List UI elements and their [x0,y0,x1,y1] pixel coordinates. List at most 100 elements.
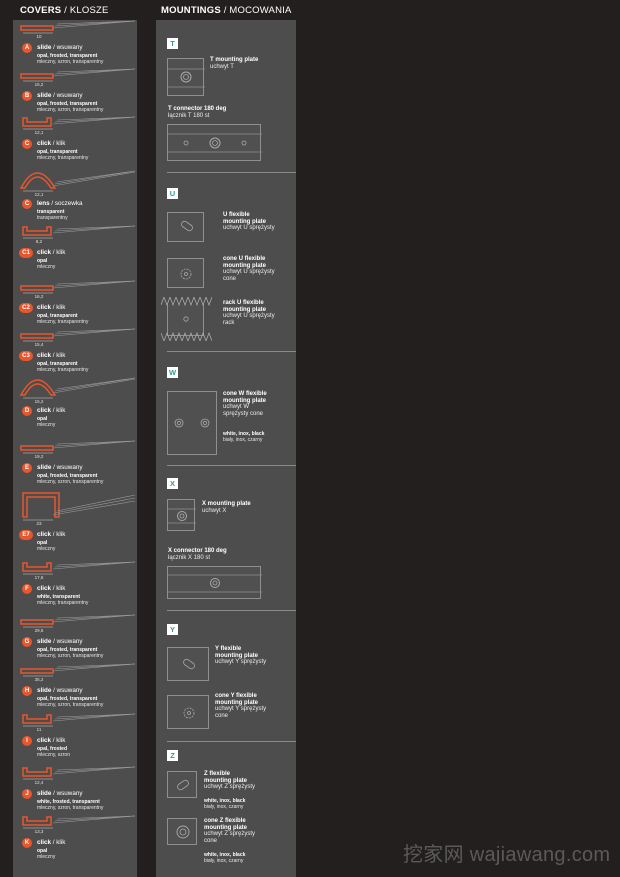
divider-x [167,610,296,611]
cover-letter-badge: J [22,789,32,799]
cone-z-colors: white, inox, black biały, inox, czarny [204,852,245,864]
cover-desc-pl: mleczny [37,263,56,270]
cover-dimension: 16,2 [34,294,44,299]
cover-letter-badge: C2 [19,303,33,313]
cover-dimension: 12,1 [34,130,44,135]
badge-u: U [167,188,178,199]
cover-profile-line [54,20,136,27]
cover-profile-line [52,378,136,394]
z-plate-colors: white, inox, black biały, inox, czarny [204,798,246,810]
cone-y-pl: uchwyt Y sprężysty [215,706,267,713]
cover-dimension: 8,2 [35,239,43,244]
cone-z-en1: cone Z flexible [204,818,246,824]
badge-y: Y [167,624,178,635]
cover-type: click / klik [37,249,66,256]
cover-profile-line [52,280,136,289]
cover-type-en: slide [37,790,52,797]
cone-z-plate-label: cone Z flexible mounting plate uchwyt Z … [204,818,255,844]
t-plate-icon [168,68,205,88]
cover-letter-badge: C3 [19,351,33,361]
cover-desc-pl: mleczny [37,853,56,860]
cone-u-plate-label: cone U flexible mounting plate uchwyt U … [223,256,275,282]
cover-desc-en: opal [37,416,48,422]
t-connector-en: T connector 180 deg [168,106,227,112]
z-plate-icon [177,779,189,791]
cone-w-en2: mounting plate [223,397,266,404]
covers-header: COVERS / KLOSZE [20,5,109,16]
cover-letter-badge: E [22,463,32,473]
u-plate-drawing [167,212,204,242]
cover-profile-icon [19,170,136,192]
cover-profile-shape [22,816,52,826]
cover-profile-line [56,116,136,121]
cone-u-en1: cone U flexible [223,256,266,262]
z-colors-en: white, inox, black [204,798,246,804]
cover-profile-line [56,713,136,718]
cover-profile-icon [22,766,136,780]
cover-profile-icon [20,280,136,294]
cover-type-en: slide [37,638,52,645]
cover-profile-line [56,494,136,512]
cover-type: click / klik [37,531,66,538]
cover-profile-line [56,663,136,668]
cover-desc-pl: mleczny, szron, transparentny [37,652,104,659]
t-connector-icon [168,133,262,153]
u-plate-en1: U flexible [223,212,250,218]
cover-profile-line [54,766,136,773]
x-connector-pl: łącznik X 180 st [168,554,211,561]
y-plate-label: Y flexible mounting plate uchwyt Y spręż… [215,646,266,666]
cone-y-pl2: cone [215,712,229,719]
mountings-panel: T T mounting plate uchwyt T T connector … [156,20,296,877]
y-plate-en1: Y flexible [215,646,242,652]
cover-desc-en: opal, frosted, transparent [37,101,98,107]
cone-w-plate-icon [174,418,210,428]
cover-profile-icon [22,713,136,727]
cover-desc-en: opal, frosted, transparent [37,473,98,479]
cover-profile-line [52,614,136,623]
cover-profile-icon [22,561,136,575]
cover-dimension: 19,2 [34,454,44,459]
cone-w-plate-label: cone W flexible mounting plate uchwyt W … [223,391,267,417]
y-plate-pl: uchwyt Y sprężysty [215,659,267,666]
cone-z-en2: mounting plate [204,824,247,831]
cover-profile-line [56,377,136,390]
divider-w [167,465,296,466]
cover-type-en: click [37,352,52,359]
covers-header-pl: KLOSZE [69,5,109,16]
cone-y-en2: mounting plate [215,699,258,706]
cover-type-en: click [37,140,52,147]
cover-profile-icon [22,116,136,130]
mountings-header-pl: MOCOWANIA [229,5,292,16]
cover-type-en: click [37,531,52,538]
cover-type-en: slide [37,44,52,51]
cover-profile-line [52,713,136,722]
cover-profile-shape [22,562,52,572]
cover-dimension: 11 [36,727,42,732]
cone-z-pl2: cone [204,837,218,844]
y-plate-icon [183,658,195,670]
cover-desc-en: opal, frosted, transparent [37,696,98,702]
cone-y-plate-drawing [167,695,209,729]
cover-desc-pl: mleczny, szron [37,751,70,758]
x-plate-pl: uchwyt X [202,507,227,514]
cone-w-colors: white, inox, black biały, inox, czarny [223,431,264,443]
cover-profile-shape [20,445,54,451]
cover-profile-line [52,766,136,775]
cover-profile-line [52,68,136,77]
cover-letter-badge: F [22,584,32,594]
t-plate-en: T mounting plate [210,57,259,63]
cone-w-en1: cone W flexible [223,391,267,397]
cover-profile-line [52,328,136,337]
cover-type: click / klik [37,585,66,592]
cover-profile-shape [19,172,57,189]
cover-profile-shape [22,767,52,777]
z-plate-en2: mounting plate [204,777,247,784]
cover-dimension: 35,2 [34,677,44,682]
